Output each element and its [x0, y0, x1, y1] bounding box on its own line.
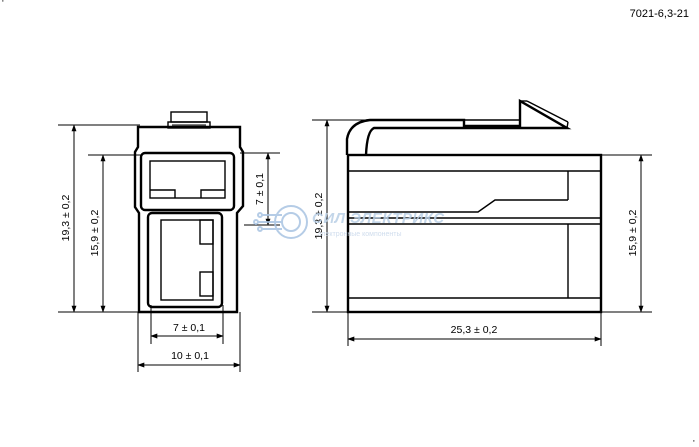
dim-front-height-overall: 19,3 ± 0,2	[58, 124, 140, 313]
watermark-logo-icon	[253, 205, 308, 239]
dim-front-height-body-label: 15,9 ± 0,2	[89, 210, 101, 257]
dim-front-height-body: 15,9 ± 0,2	[88, 154, 143, 313]
side-body-outline	[346, 153, 603, 314]
dim-front-inner-width-label: 7 ± 0,1	[173, 322, 205, 334]
corner-mark-top-left: ·	[1, 0, 5, 7]
watermark-tagline: электронные компоненты	[318, 231, 402, 238]
dim-front-inner-width: 7 ± 0,1	[150, 305, 224, 344]
watermark-brand: СИЛ ЭЛЕКТРИКС	[312, 210, 445, 227]
side-latch	[345, 98, 572, 156]
dim-side-length-label: 25,3 ± 0,2	[451, 324, 498, 336]
dim-front-cavity-height: 7 ± 0,1	[240, 152, 280, 226]
watermark: СИЛ ЭЛЕКТРИКС электронные компоненты	[253, 205, 445, 239]
front-upper-cavity	[139, 151, 236, 212]
dim-front-outer-width: 10 ± 0,1	[137, 312, 241, 372]
dim-side-height-overall-label: 19,3 ± 0,2	[313, 193, 325, 240]
dim-side-height-body-label: 15,9 ± 0,2	[627, 210, 639, 257]
front-lower-cavity	[146, 211, 224, 309]
dim-front-height-overall-label: 19,3 ± 0,2	[60, 195, 72, 242]
side-view: 19,3 ± 0,2 15,9 ± 0,2 25,3 ± 0,2	[312, 98, 652, 346]
dim-side-height-body: 15,9 ± 0,2	[601, 154, 652, 313]
dim-side-height-overall: 19,3 ± 0,2	[312, 119, 370, 313]
dim-side-length: 25,3 ± 0,2	[347, 312, 602, 346]
front-latch	[167, 111, 211, 129]
corner-mark-bottom-right: ·	[692, 435, 696, 447]
drawing-code: 7021-6,3-21	[630, 8, 689, 20]
dim-front-outer-width-label: 10 ± 0,1	[171, 350, 209, 362]
side-body-details	[348, 170, 601, 299]
dim-front-cavity-height-label: 7 ± 0,1	[254, 173, 266, 205]
front-view: 19,3 ± 0,2 15,9 ± 0,2 7 ± 0,1 7 ± 0,1 1	[58, 111, 280, 372]
front-housing-outline	[133, 125, 245, 314]
